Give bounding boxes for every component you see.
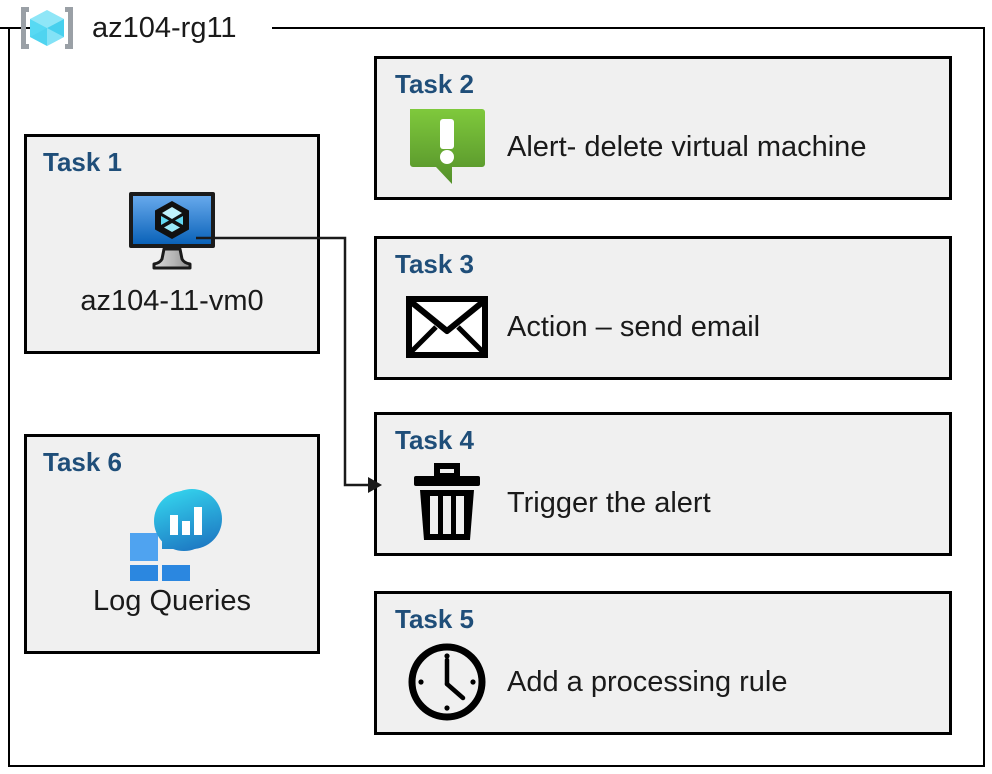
- resource-group-header: az104-rg11: [16, 4, 237, 52]
- task-card-task-3[interactable]: Task 3 Action – send email: [374, 236, 952, 380]
- task-card-task-2[interactable]: Task 2 Alert- delete virtual machine: [374, 56, 952, 200]
- task-3-label: Action – send email: [507, 310, 761, 343]
- task-card-task-4[interactable]: Task 4 Trigger the alert: [374, 412, 952, 556]
- envelope-icon: [395, 296, 499, 358]
- virtual-machine-icon: [27, 189, 317, 273]
- task-1-heading: Task 1: [43, 147, 123, 177]
- task-5-heading: Task 5: [395, 604, 475, 634]
- task-5-label: Add a processing rule: [507, 665, 788, 698]
- task-1-label: az104-11-vm0: [80, 285, 264, 317]
- task-card-task-5[interactable]: Task 5 Add a processing rule: [374, 591, 952, 735]
- task-card-task-6[interactable]: Task 6: [24, 434, 320, 654]
- trash-icon: [395, 462, 499, 544]
- task-2-label: Alert- delete virtual machine: [507, 130, 867, 163]
- log-analytics-icon: [27, 489, 317, 581]
- task-6-label: Log Queries: [93, 585, 251, 617]
- task-card-task-1[interactable]: Task 1: [24, 134, 320, 354]
- alert-bubble-icon: [395, 107, 499, 187]
- frame-top-left-segment: [0, 27, 34, 29]
- task-3-heading: Task 3: [395, 249, 475, 279]
- clock-icon: [395, 640, 499, 724]
- task-4-label: Trigger the alert: [507, 486, 711, 519]
- frame-top-right-segment: [272, 27, 985, 29]
- task-2-heading: Task 2: [395, 69, 475, 99]
- task-4-heading: Task 4: [395, 425, 475, 455]
- task-6-heading: Task 6: [43, 447, 123, 477]
- azure-resource-group-icon: [16, 4, 78, 52]
- resource-group-name: az104-rg11: [92, 11, 237, 44]
